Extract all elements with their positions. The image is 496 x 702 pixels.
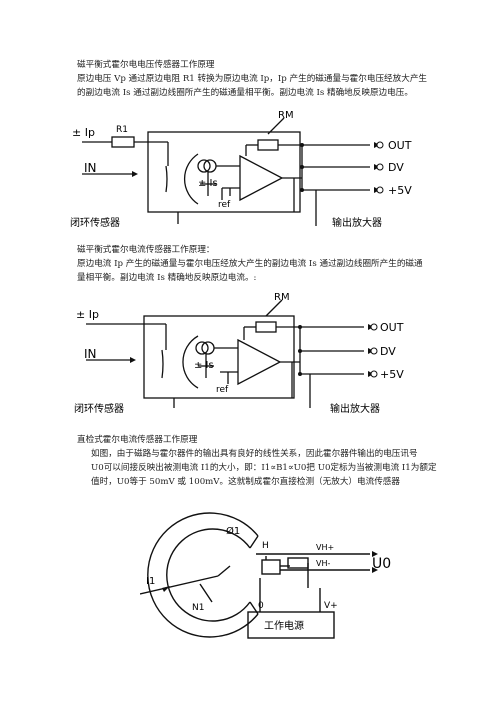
dv-label: DV (388, 161, 404, 174)
right-caption-2: 输出放大器 (330, 402, 380, 415)
pwr-label: +5V (388, 184, 412, 197)
current-sensor-diagram: ± Ip IN RM ± Is ref OUT DV +5V 闭环传感器 输出放… (74, 292, 404, 415)
section2-line2: 量相平衡。副边电流 Is 精确地反映原边电流。: (77, 273, 257, 283)
i1-label: I1 (146, 576, 155, 587)
phi-label: Ø1 (226, 525, 240, 537)
section3-line3: 值时，U0等于 50mV 或 100mV。这就制成霍尔直接检测（无放大）电流传感… (91, 477, 400, 487)
left-caption: 闭环传感器 (70, 216, 120, 229)
out-label-2: OUT (380, 321, 404, 334)
section1-title: 磁平衡式霍尔电电压传感器工作原理 (77, 60, 215, 70)
ref-label: ref (218, 200, 231, 210)
ref-label-2: ref (216, 385, 229, 395)
dv-label-2: DV (380, 345, 396, 358)
in-label: IN (84, 161, 97, 175)
direct-sensor-diagram: Ø1 H I1 N1 VH+ VH- U0 0 V+ 工作电源 (140, 512, 391, 639)
left-caption-2: 闭环传感器 (74, 402, 124, 415)
zero-label: 0 (258, 601, 264, 611)
n1-label: N1 (192, 603, 204, 613)
voltage-sensor-diagram: ± Ip R1 IN RM ± Is ref OUT DV +5V 闭环传感器 … (70, 110, 412, 229)
u0-label: U0 (372, 556, 391, 572)
right-caption: 输出放大器 (332, 216, 382, 229)
vplus-label: V+ (324, 601, 338, 611)
vh-minus-label: VH- (316, 559, 330, 568)
vh-plus-label: VH+ (316, 543, 334, 552)
ip-label: ± Ip (72, 126, 95, 139)
power-supply-label: 工作电源 (264, 619, 304, 632)
section2-title: 磁平衡式霍尔电流传感器工作原理： (77, 245, 215, 255)
ip-label-2: ± Ip (76, 308, 99, 321)
out-label: OUT (388, 139, 412, 152)
is-label: ± Is (198, 178, 218, 189)
pwr-label-2: +5V (380, 368, 404, 381)
section1-line2: 的副边电流 Is 通过副边线圈所产生的磁通量相平衡。副边电流 Is 精确地反映原… (77, 88, 413, 98)
section3-line2: U0可以间接反映出被测电流 I1的大小，即：I1∝B1∝U0把 U0定标为当被测… (91, 463, 437, 473)
rm-label-2: RM (274, 292, 290, 303)
section3-line1: 如图，由于磁路与霍尔器件的输出具有良好的线性关系，因此霍尔器件输出的电压讯号 (91, 449, 418, 459)
h-label: H (262, 541, 269, 551)
r1-label: R1 (116, 125, 128, 135)
r1-resistor (111, 136, 135, 148)
rm-label: RM (278, 110, 294, 121)
in-label-2: IN (84, 347, 97, 361)
section2-line1: 原边电流 Ip 产生的磁通量与霍尔电压经放大产生的副边电流 Is 通过副边线圈所… (77, 259, 423, 269)
is-label-2: ± Is (194, 360, 214, 371)
section1-line1: 原边电压 Vp 通过原边电阻 R1 转换为原边电流 Ip，Ip 产生的磁通量与霍… (77, 74, 428, 84)
section3-title: 直检式霍尔电流传感器工作原理 (77, 435, 198, 445)
